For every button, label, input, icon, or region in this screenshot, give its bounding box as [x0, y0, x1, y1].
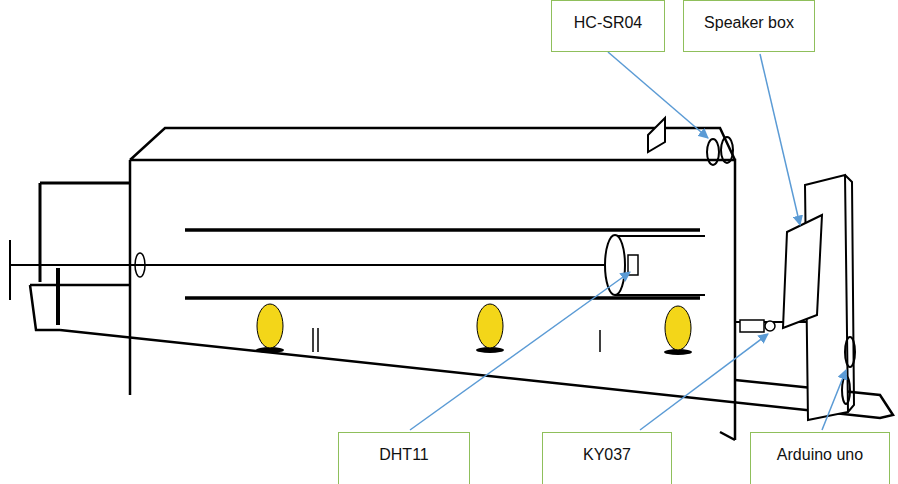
callout-label: Arduino uno	[777, 446, 863, 464]
callout-box: Speaker box	[683, 0, 815, 52]
leader-line	[608, 52, 708, 138]
piston-disc	[605, 235, 625, 295]
ultrasonic-eye	[721, 137, 733, 163]
rod-hole	[135, 253, 145, 277]
callout-label: DHT11	[379, 446, 429, 464]
callout-box: KY037	[542, 432, 672, 484]
callout-box: Arduino uno	[750, 432, 890, 484]
handle	[9, 240, 11, 300]
chamber-box	[130, 128, 735, 440]
ky037-board	[740, 320, 764, 332]
callout-label: KY037	[583, 446, 631, 464]
callout-label: HC-SR04	[574, 14, 642, 32]
leader-line	[640, 334, 768, 430]
leader-line	[822, 370, 846, 430]
sensor-plate	[648, 118, 665, 152]
plunger-rod	[10, 264, 605, 266]
callout-label: Speaker box	[704, 14, 794, 32]
posts	[313, 328, 600, 352]
leader-line	[410, 272, 630, 430]
ultrasonic-eye	[707, 139, 719, 165]
leader-line	[760, 54, 800, 225]
callout-box: HC-SR04	[551, 0, 665, 52]
arduino-board	[845, 337, 855, 367]
left-frame	[40, 183, 130, 282]
apparatus	[10, 118, 893, 440]
tube	[615, 236, 705, 295]
support-post	[56, 268, 60, 325]
base-plate	[30, 285, 893, 418]
speaker-box	[783, 215, 822, 328]
microphone	[765, 321, 775, 331]
callout-box: DHT11	[338, 432, 470, 484]
arduino-board	[842, 376, 850, 404]
feet	[256, 304, 692, 355]
leader-lines	[410, 52, 846, 430]
